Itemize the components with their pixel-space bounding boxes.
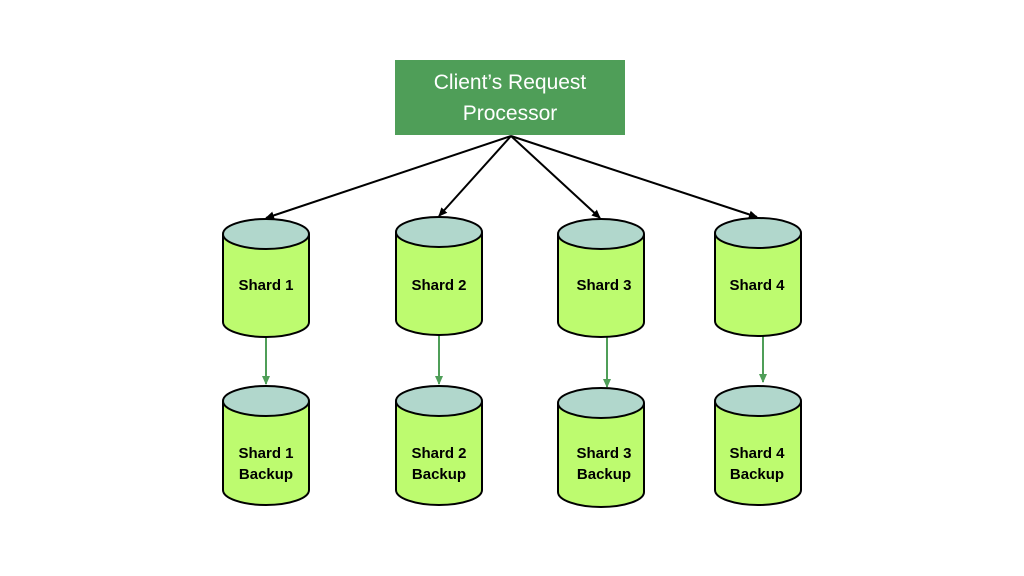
shard-4-cylinder: Shard 4 [714,217,802,337]
request-arrows [265,135,758,220]
shard-3-label: Shard 3 [576,277,631,294]
shard-4-label: Shard 4 [729,277,785,294]
shard-1-backup-label-line1: Shard 1 [238,445,293,462]
shard-3-backup-cylinder: Shard 3 Backup [557,387,645,508]
shard-2-backup-label-line1: Shard 2 [411,445,466,462]
processor-title-line2: Processor [462,101,558,125]
shard-1-backup-label-line2: Backup [239,466,293,483]
shard-1-cylinder: Shard 1 [222,218,310,338]
request-arrow-shard-4 [510,135,758,219]
shard-4-backup-label-line2: Backup [730,466,784,483]
processor-title-line1: Client’s Request [433,70,587,94]
shard-3-backup-label-line1: Shard 3 [576,445,631,462]
shard-2-cylinder: Shard 2 [395,216,483,336]
request-arrow-shard-1 [265,135,512,220]
request-arrow-shard-2 [438,135,512,217]
shard-3-cylinder: Shard 3 [557,218,645,338]
shard-2-backup-label-line2: Backup [412,466,466,483]
client-request-processor-box: Client’s Request Processor [395,60,625,135]
shard-2-backup-cylinder: Shard 2 Backup [395,385,483,506]
shard-1-backup-cylinder: Shard 1 Backup [222,385,310,506]
shard-1-label: Shard 1 [238,277,293,294]
request-arrow-shard-3 [510,135,601,219]
shard-4-backup-cylinder: Shard 4 Backup [714,385,802,506]
shard-4-backup-label-line1: Shard 4 [729,445,785,462]
shard-2-label: Shard 2 [411,277,466,294]
replication-arrows [262,333,767,388]
shard-3-backup-label-line2: Backup [577,466,631,483]
